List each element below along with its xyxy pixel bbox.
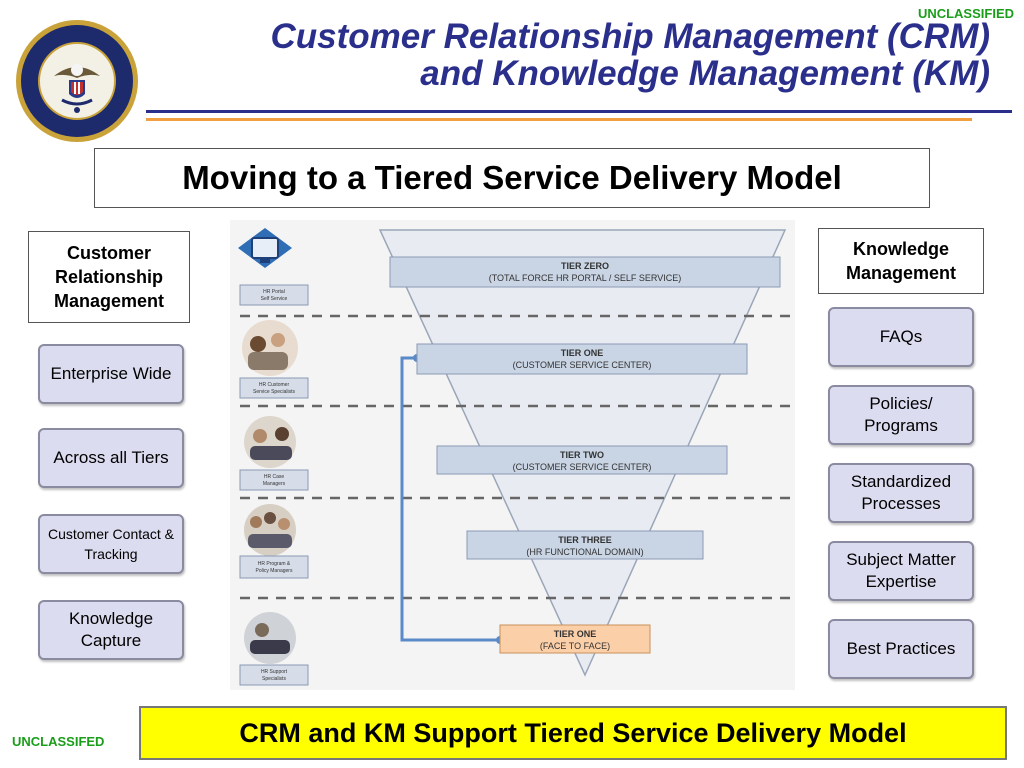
tier-zero-name: TIER ZERO: [561, 261, 609, 271]
role-label-0b: Self Service: [261, 296, 288, 302]
case-managers-photo-icon: [244, 416, 296, 468]
tier-one-name: TIER ONE: [561, 348, 604, 358]
tier-f2f-name: TIER ONE: [554, 629, 597, 639]
svg-text:Policy Managers: Policy Managers: [256, 568, 293, 574]
tiered-delivery-diagram: TIER ZERO (TOTAL FORCE HR PORTAL / SELF …: [230, 220, 795, 690]
navy-personnel-seal: [16, 20, 138, 142]
svg-text:HR Program &: HR Program &: [258, 561, 291, 567]
km-item-best-practices: Best Practices: [828, 619, 974, 679]
tier-bar-three: [466, 530, 704, 560]
role-label-box-4: [239, 664, 309, 686]
role-label-box-3: [239, 555, 309, 579]
role-label-box-0: [239, 284, 309, 306]
tier-one-desc: (CUSTOMER SERVICE CENTER): [513, 360, 652, 370]
subtitle: Moving to a Tiered Service Delivery Mode…: [94, 148, 930, 208]
title-line-1: Customer Relationship Management (CRM): [270, 17, 991, 56]
km-item-policies: Policies/ Programs: [828, 385, 974, 445]
tier-separators: [240, 314, 795, 600]
svg-text:HR Case: HR Case: [264, 474, 285, 480]
title-rule-orange: [146, 118, 972, 121]
role-label-box-2: [239, 469, 309, 491]
specialists-photo-icon: [242, 320, 298, 376]
title-rule-blue: [146, 110, 1012, 113]
tier-three-desc: (HR FUNCTIONAL DOMAIN): [526, 547, 643, 557]
tier-bar-zero: [389, 256, 781, 288]
crm-item-knowledge-capture: Knowledge Capture: [38, 600, 184, 660]
classification-marking-top: UNCLASSIFIED: [917, 6, 1014, 21]
support-specialists-photo-icon: [244, 612, 296, 664]
km-item-faqs: FAQs: [828, 307, 974, 367]
svg-text:Specialists: Specialists: [262, 676, 286, 682]
monitor-icon: [238, 228, 292, 268]
tier-f2f-desc: (FACE TO FACE): [540, 641, 610, 651]
policy-managers-photo-icon: [244, 504, 296, 556]
page-title: Customer Relationship Management (CRM) a…: [150, 17, 991, 93]
crm-item-across-tiers: Across all Tiers: [38, 428, 184, 488]
km-item-subject-matter: Subject Matter Expertise: [828, 541, 974, 601]
connector-bracket: [400, 356, 500, 642]
tier-bar-one: [416, 343, 748, 375]
svg-text:HR Customer: HR Customer: [259, 382, 290, 388]
km-heading: Knowledge Management: [818, 228, 984, 294]
tier-three-name: TIER THREE: [558, 535, 612, 545]
svg-text:Service Specialists: Service Specialists: [253, 389, 295, 395]
classification-marking-bottom: UNCLASSIFED: [12, 734, 105, 749]
svg-text:Managers: Managers: [263, 481, 286, 487]
svg-text:HR Support: HR Support: [261, 669, 288, 675]
title-line-2: and Knowledge Management (KM): [420, 54, 990, 93]
km-item-standardized-processes: Standardized Processes: [828, 463, 974, 523]
crm-item-enterprise-wide: Enterprise Wide: [38, 344, 184, 404]
role-label-box-1: [239, 377, 309, 399]
role-label-0: HR Portal: [263, 289, 285, 295]
tier-bar-two: [436, 445, 728, 475]
caption-banner: CRM and KM Support Tiered Service Delive…: [139, 706, 1007, 760]
tier-bar-face-to-face: [499, 624, 651, 654]
crm-heading: Customer Relationship Management: [28, 231, 190, 323]
tier-two-desc: (CUSTOMER SERVICE CENTER): [513, 462, 652, 472]
tier-zero-desc: (TOTAL FORCE HR PORTAL / SELF SERVICE): [489, 273, 682, 283]
tier-two-name: TIER TWO: [560, 450, 604, 460]
crm-item-customer-contact: Customer Contact & Tracking: [38, 514, 184, 574]
